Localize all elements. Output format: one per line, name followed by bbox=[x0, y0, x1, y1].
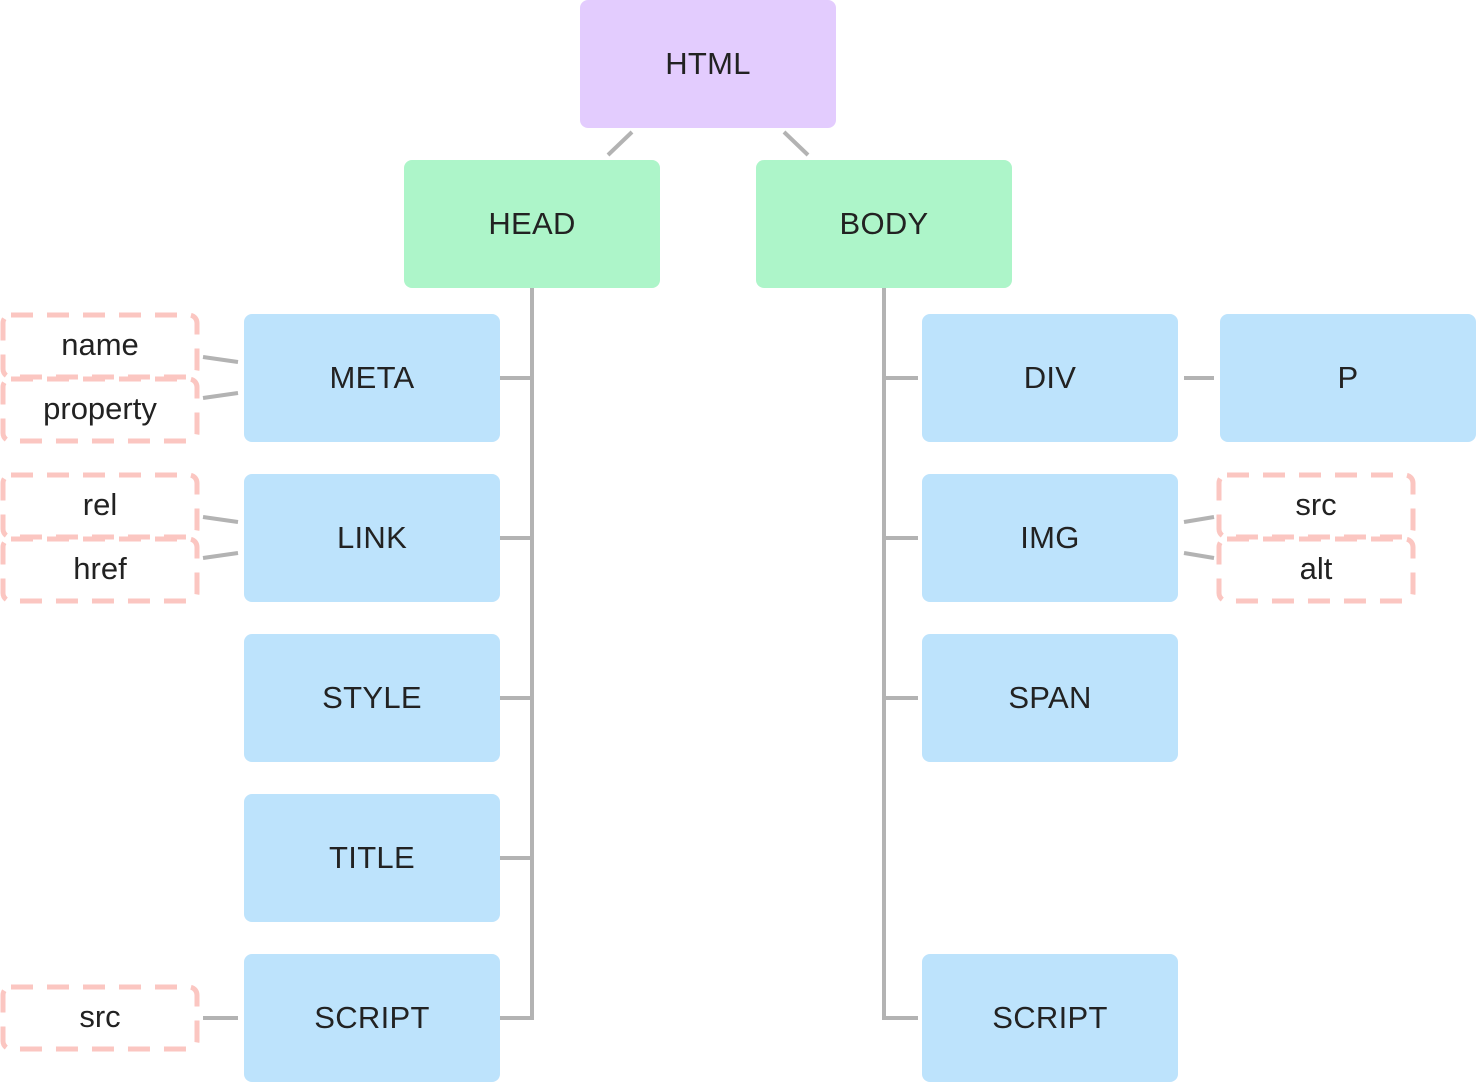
node-p-label: P bbox=[1337, 360, 1359, 395]
node-link: LINK bbox=[244, 474, 500, 602]
attribute-script-src: src bbox=[3, 987, 197, 1049]
node-body-script-label: SCRIPT bbox=[992, 1000, 1108, 1035]
attribute-meta-property-label: property bbox=[43, 391, 157, 426]
node-head-script: SCRIPT bbox=[244, 954, 500, 1082]
attribute-link-href: href bbox=[3, 539, 197, 601]
connector-img-src bbox=[1183, 515, 1215, 524]
attribute-img-alt: alt bbox=[1219, 539, 1413, 601]
node-title-label: TITLE bbox=[329, 840, 415, 875]
attribute-img-alt-label: alt bbox=[1299, 551, 1333, 586]
attribute-box-link-href bbox=[0, 536, 200, 604]
connector-meta-name bbox=[202, 355, 239, 364]
connector-img-alt bbox=[1183, 551, 1215, 560]
node-style: STYLE bbox=[244, 634, 500, 762]
connector-html-head bbox=[606, 130, 634, 157]
attribute-box-meta-property bbox=[0, 376, 200, 444]
attribute-meta-name: name bbox=[3, 315, 197, 377]
attribute-box-img-alt bbox=[1216, 536, 1416, 604]
attribute-meta-name-label: name bbox=[61, 327, 139, 362]
attribute-box-script-src bbox=[0, 984, 200, 1052]
connector-link-rel bbox=[202, 515, 239, 524]
attribute-img-src-label: src bbox=[1295, 487, 1337, 522]
attribute-link-href-label: href bbox=[73, 551, 127, 586]
node-meta: META bbox=[244, 314, 500, 442]
node-head: HEAD bbox=[404, 160, 660, 288]
connector-meta-property bbox=[202, 391, 239, 400]
node-img-label: IMG bbox=[1020, 520, 1080, 555]
node-p: P bbox=[1220, 314, 1476, 442]
connector-link-href bbox=[202, 551, 239, 560]
node-body-script: SCRIPT bbox=[922, 954, 1178, 1082]
node-html-label: HTML bbox=[665, 46, 751, 81]
attribute-link-rel: rel bbox=[3, 475, 197, 537]
connector-html-body bbox=[782, 130, 810, 157]
node-title: TITLE bbox=[244, 794, 500, 922]
node-style-label: STYLE bbox=[322, 680, 422, 715]
attribute-meta-property: property bbox=[3, 379, 197, 441]
attribute-img-src: src bbox=[1219, 475, 1413, 537]
attribute-script-src-label: src bbox=[79, 999, 121, 1034]
node-img: IMG bbox=[922, 474, 1178, 602]
node-head-label: HEAD bbox=[488, 206, 576, 241]
node-div: DIV bbox=[922, 314, 1178, 442]
node-body: BODY bbox=[756, 160, 1012, 288]
node-span: SPAN bbox=[922, 634, 1178, 762]
node-body-label: BODY bbox=[839, 206, 929, 241]
node-head-script-label: SCRIPT bbox=[314, 1000, 430, 1035]
node-link-label: LINK bbox=[336, 520, 408, 555]
node-div-label: DIV bbox=[1023, 360, 1077, 395]
node-meta-label: META bbox=[329, 360, 415, 395]
node-html: HTML bbox=[580, 0, 836, 128]
node-span-label: SPAN bbox=[1008, 680, 1092, 715]
attribute-link-rel-label: rel bbox=[82, 487, 118, 522]
